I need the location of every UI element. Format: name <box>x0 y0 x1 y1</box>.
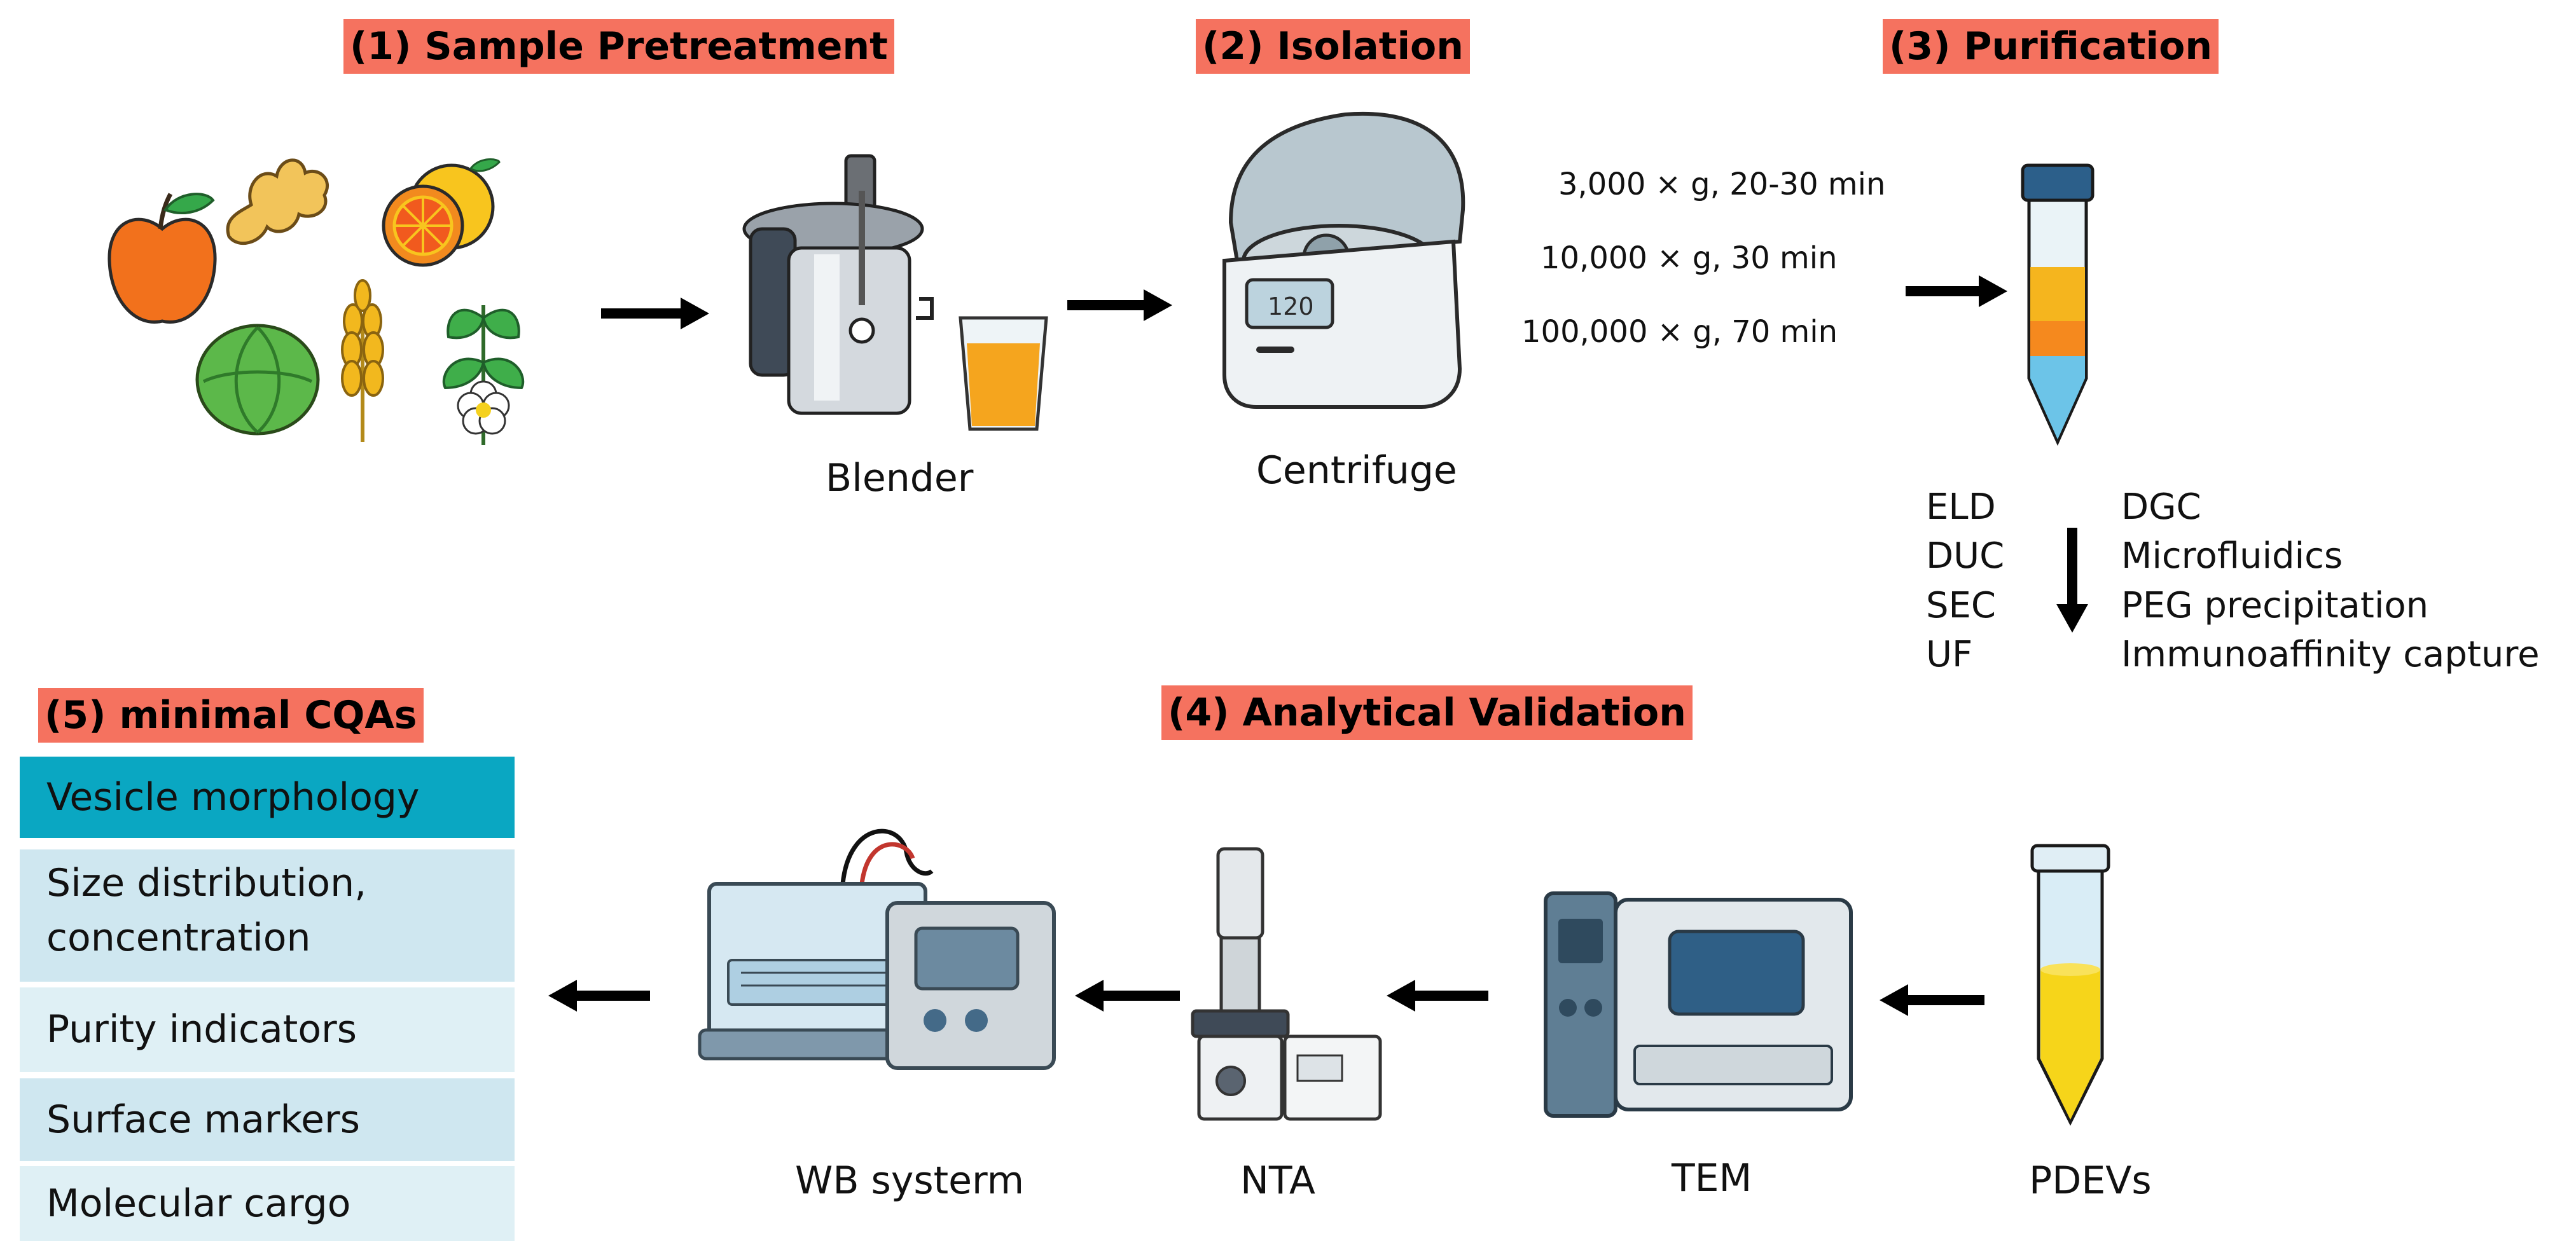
method-immunoaffinity-capture: Immunoaffinity capture <box>2121 634 2540 675</box>
centrifuge-icon: 120 <box>1222 111 1465 409</box>
arrow-right-1 <box>601 298 709 329</box>
tem-microscope-icon <box>1544 891 1853 1118</box>
method-duc: DUC <box>1926 535 2005 577</box>
method-dgc: DGC <box>2121 486 2201 528</box>
blender-icon <box>742 154 934 415</box>
svg-text:120: 120 <box>1268 292 1314 320</box>
cqa-size-distribution-line1: Size distribution, <box>46 861 367 905</box>
arrow-left-3 <box>1075 980 1180 1012</box>
apple-icon <box>107 193 217 324</box>
wb-system-label: WB systerm <box>795 1158 1025 1203</box>
arrow-left-4 <box>548 980 650 1012</box>
nta-label: NTA <box>1240 1158 1315 1203</box>
cqa-size-distribution: Size distribution, concentration <box>20 849 515 982</box>
wheat-icon <box>341 279 384 442</box>
blender-label: Blender <box>826 456 974 500</box>
nta-instrument-icon <box>1191 847 1382 1121</box>
cabbage-icon <box>195 324 320 436</box>
centrifuge-condition-3: 100,000 × g, 70 min <box>1521 314 1838 350</box>
layered-tube-icon <box>2021 163 2095 446</box>
centrifuge-condition-2: 10,000 × g, 30 min <box>1541 240 1838 276</box>
step-2-label: (2) Isolation <box>1196 19 1470 74</box>
step-5-label: (5) minimal CQAs <box>38 688 424 743</box>
orange-icon <box>382 158 501 267</box>
cqa-surface-markers: Surface markers <box>20 1078 515 1161</box>
arrow-right-3 <box>1906 275 2007 307</box>
pdevs-label: PDEVs <box>2029 1158 2152 1203</box>
cqa-purity-indicators: Purity indicators <box>20 987 515 1072</box>
cqa-molecular-cargo: Molecular cargo <box>20 1166 515 1241</box>
arrow-right-2 <box>1067 289 1172 321</box>
centrifuge-label: Centrifuge <box>1256 448 1457 493</box>
method-eld: ELD <box>1926 486 1996 528</box>
yellow-tube-icon <box>2030 844 2110 1126</box>
tem-label: TEM <box>1672 1156 1752 1200</box>
tea-flower-icon <box>442 305 525 445</box>
arrow-left-2 <box>1387 980 1488 1012</box>
step-4-label: (4) Analytical Validation <box>1161 685 1693 740</box>
method-peg-precipitation: PEG precipitation <box>2121 585 2429 626</box>
arrow-left-1 <box>1880 984 1984 1016</box>
method-sec: SEC <box>1926 585 1997 626</box>
arrow-down <box>2056 528 2088 633</box>
method-uf: UF <box>1926 634 1973 675</box>
cqa-vesicle-morphology: Vesicle morphology <box>20 757 515 838</box>
cqa-size-distribution-line2: concentration <box>46 916 311 960</box>
step-3-label: (3) Purification <box>1883 19 2219 74</box>
centrifuge-condition-1: 3,000 × g, 20-30 min <box>1558 167 1886 202</box>
step-1-label: (1) Sample Pretreatment <box>343 19 894 74</box>
western-blot-system-icon <box>698 828 1056 1070</box>
method-microfluidics: Microfluidics <box>2121 535 2343 577</box>
juice-glass-icon <box>959 316 1048 431</box>
ginger-icon <box>226 158 329 245</box>
